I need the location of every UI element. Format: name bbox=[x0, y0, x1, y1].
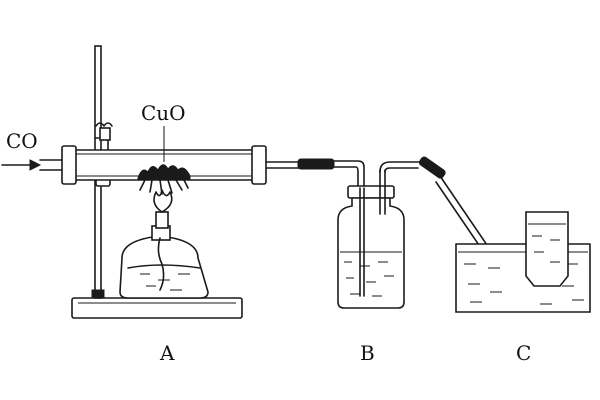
tube-a-to-b bbox=[297, 158, 365, 189]
flame bbox=[153, 189, 173, 213]
alcohol-lamp bbox=[119, 189, 209, 299]
bottle-b-stopper bbox=[347, 185, 395, 199]
right-stopper bbox=[251, 145, 267, 185]
label-a: A bbox=[159, 341, 175, 365]
co-inlet-arrow bbox=[1, 159, 42, 171]
label-cuo: CuO bbox=[141, 101, 186, 125]
cuo-powder bbox=[137, 164, 191, 195]
label-co: CO bbox=[6, 129, 38, 153]
apparatus-a bbox=[1, 45, 301, 319]
stand-base bbox=[71, 297, 243, 319]
apparatus-b-wash-bottle bbox=[337, 169, 405, 309]
left-stopper bbox=[61, 145, 77, 185]
wick-holder bbox=[155, 211, 169, 229]
apparatus-c-water-trough bbox=[455, 211, 591, 313]
collection-bottle bbox=[525, 211, 569, 287]
label-c: C bbox=[516, 341, 531, 365]
label-b: B bbox=[360, 341, 375, 365]
clamp bbox=[94, 122, 113, 187]
